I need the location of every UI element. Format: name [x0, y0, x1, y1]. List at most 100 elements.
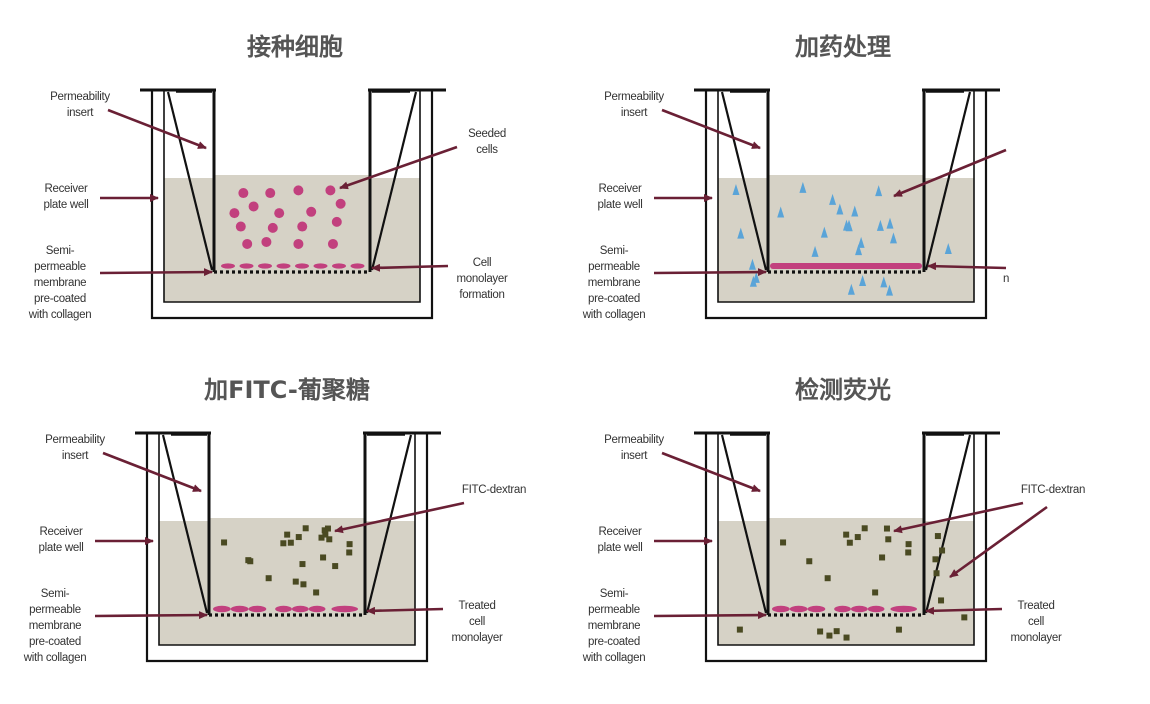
- treated-cell: [275, 605, 292, 613]
- cell-seed: [239, 263, 254, 269]
- label-membrane-line: Semi-: [600, 245, 629, 257]
- fitc-dextran-particle: [826, 632, 833, 639]
- insert-leg-left: [161, 434, 209, 614]
- cell-seed: [258, 263, 272, 269]
- fitc-dextran-particle: [318, 534, 325, 541]
- label-membrane-line: with collagen: [582, 652, 646, 664]
- arrow-membrane: [653, 268, 767, 277]
- fitc-dextran-particle: [221, 539, 228, 546]
- fitc-dextran-particle: [883, 525, 890, 532]
- label-top-right-line: FITC-dextran: [1021, 484, 1085, 496]
- insert-leg-right: [365, 434, 413, 614]
- drug-particle: [829, 193, 837, 205]
- label-top-right: FITC-dextran: [462, 484, 526, 496]
- seeded-cell: [229, 208, 240, 219]
- receiver-inner-wall: [717, 433, 975, 646]
- label-permeability-insert-line: insert: [621, 107, 648, 119]
- fitc-dextran-particle: [817, 628, 824, 635]
- arrow-bottom-right: [366, 606, 444, 615]
- treated-cell: [308, 605, 326, 613]
- seeded-cell: [327, 238, 338, 249]
- fitc-dextran-particle: [879, 554, 886, 561]
- insert-leg-right: [924, 434, 972, 614]
- drug-particle: [799, 181, 807, 193]
- panel-title: 接种细胞: [247, 33, 343, 61]
- drug-particle: [836, 203, 844, 215]
- arrow-top-right-lower: [949, 505, 1048, 579]
- fitc-dextran-particle: [280, 540, 287, 547]
- label-membrane-line: permeable: [588, 261, 640, 273]
- label-permeability-insert-line: Permeability: [45, 434, 105, 446]
- receiver-inner-wall: [717, 90, 975, 303]
- arrow-top-right: [339, 145, 458, 190]
- label-membrane-line: permeable: [29, 604, 81, 616]
- seeded-cell: [238, 188, 249, 199]
- fitc-dextran-particle: [806, 558, 813, 565]
- label-membrane-line: Semi-: [46, 245, 75, 257]
- label-receiver-plate-well-line: Receiver: [599, 183, 642, 195]
- cell-seed: [313, 263, 328, 269]
- drug-particle: [859, 275, 867, 287]
- label-membrane-line: pre-coated: [34, 293, 86, 305]
- label-bottom-right-line: Treated: [1017, 600, 1054, 612]
- treated-cell: [850, 605, 868, 613]
- label-permeability-insert-line: insert: [621, 450, 648, 462]
- receiver-plate-well: [150, 90, 434, 320]
- drug-particle: [845, 219, 853, 231]
- receiver-inner-wall: [163, 90, 421, 303]
- drug-particle: [886, 217, 894, 229]
- fitc-dextran-particle: [320, 554, 327, 561]
- label-membrane-line: with collagen: [28, 309, 92, 321]
- cell-seed: [350, 263, 365, 269]
- seeded-cell: [325, 185, 336, 196]
- fitc-dextran-particle: [332, 563, 339, 570]
- seeded-cell: [331, 216, 342, 227]
- treated-cell: [248, 605, 267, 613]
- fitc-dextran-particle: [265, 575, 272, 582]
- label-top-right-line: Seeded: [468, 128, 506, 140]
- drug-particle: [847, 283, 855, 295]
- treated-cell: [230, 605, 249, 613]
- treated-cell: [213, 605, 231, 613]
- label-receiver-plate-well-line: plate well: [598, 542, 643, 554]
- fitc-dextran-particle: [321, 527, 328, 534]
- drug-particle: [732, 183, 740, 195]
- receiver-plate-well: [704, 433, 988, 663]
- fitc-dextran-particle: [302, 525, 309, 532]
- drug-particle: [875, 185, 883, 197]
- fitc-dextran-particle: [885, 536, 892, 543]
- receiver-plate-well: [704, 90, 988, 320]
- panel-title: 加FITC-葡聚糖: [204, 376, 370, 404]
- label-bottom-right-line: monolayer: [452, 632, 503, 644]
- fitc-dextran-particle: [300, 581, 307, 588]
- label-bottom-right-line: Cell: [473, 257, 492, 269]
- fitc-dextran-particle: [313, 589, 320, 596]
- arrow-permeability-insert: [107, 108, 207, 150]
- fitc-dextran-particle: [895, 626, 902, 633]
- treated-cell: [807, 605, 826, 613]
- treated-cell: [772, 605, 790, 613]
- seeded-cell: [265, 188, 276, 199]
- seeded-cell: [267, 222, 278, 233]
- fitc-dextran-particle: [346, 549, 353, 556]
- arrow-permeability-insert: [661, 451, 761, 493]
- fitc-dextran-particle: [292, 578, 299, 585]
- drug-particle: [944, 243, 952, 255]
- fitc-dextran-particle: [872, 589, 879, 596]
- cell-seed: [276, 263, 291, 269]
- fitc-dextran-particle: [933, 570, 940, 577]
- arrow-membrane: [94, 611, 208, 620]
- label-permeability-insert-line: insert: [67, 107, 94, 119]
- fitc-dextran-particle: [346, 541, 353, 548]
- label-membrane-line: pre-coated: [588, 293, 640, 305]
